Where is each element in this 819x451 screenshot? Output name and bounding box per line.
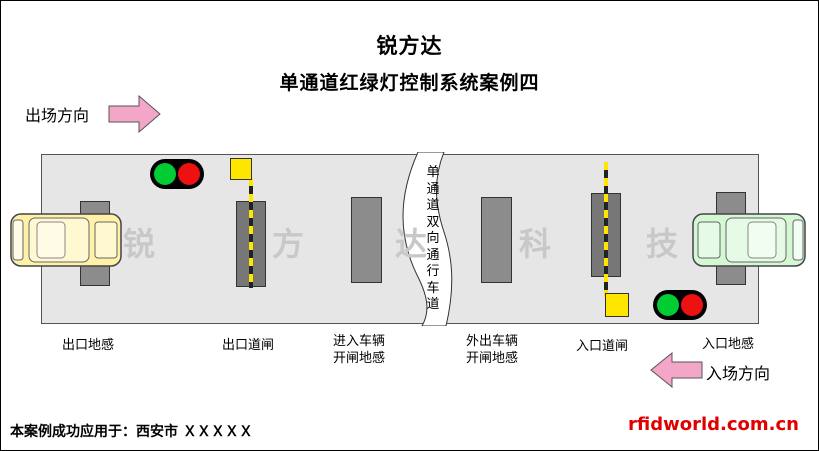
site-watermark: rfidworld.com.cn	[628, 414, 799, 435]
exit-barrier-arm	[249, 178, 253, 288]
red-lamp	[178, 163, 200, 185]
watermark-char: 锐	[123, 225, 158, 263]
car-icon	[692, 213, 806, 267]
watermark-char: 技	[646, 225, 681, 263]
lane-note-char: 车	[426, 280, 440, 296]
green-lamp	[657, 294, 679, 316]
lane-note-char: 行	[426, 264, 440, 279]
lane-note-char: 通	[426, 247, 440, 263]
traffic-light-icon	[653, 290, 707, 320]
lane-note-char: 道	[426, 198, 440, 213]
enter-loop-label-line1: 进入车辆	[333, 334, 386, 349]
exit-loop-label: 出口地感	[62, 338, 115, 353]
lane-note-char: 道	[426, 297, 440, 312]
barrier-gate-icon	[605, 293, 629, 317]
out-loop-label: 外出车辆 开闸地感	[466, 333, 518, 367]
watermark-char: 科	[519, 225, 554, 263]
lane-note-char: 双	[426, 214, 440, 230]
brand-title: 锐方达	[376, 34, 443, 58]
out-open-loop	[481, 197, 512, 283]
car-icon	[10, 213, 122, 267]
arrow-right-icon	[108, 95, 161, 133]
exit-barrier-label: 出口道闸	[222, 338, 275, 353]
out-loop-label-line2: 开闸地感	[466, 351, 519, 366]
lane-break	[402, 152, 453, 326]
watermark-char: 达	[395, 225, 430, 263]
lane-note-char: 单	[426, 165, 440, 180]
exit-direction-label: 出场方向	[25, 106, 90, 125]
traffic-light-icon	[150, 159, 204, 189]
arrow-left-icon	[650, 352, 703, 388]
enter-loop-label: 进入车辆 开闸地感	[333, 333, 385, 367]
diagram-subtitle: 单通道红绿灯控制系统案例四	[279, 72, 540, 94]
barrier-gate-icon	[230, 158, 252, 180]
lane-note: 单 通 道 双 向 通 行 车 道	[425, 165, 441, 314]
application-note: 本案例成功应用于：西安市 ＸＸＸＸＸ	[10, 424, 253, 440]
lane-note-char: 通	[426, 181, 440, 197]
green-lamp	[154, 163, 176, 185]
enter-open-loop	[351, 197, 382, 283]
enter-loop-label-line2: 开闸地感	[333, 351, 386, 366]
entry-barrier-arm	[604, 162, 608, 297]
entry-barrier-label: 入口道闸	[576, 339, 629, 354]
entry-direction-label: 入场方向	[706, 364, 771, 383]
watermark-char: 方	[272, 225, 307, 263]
out-loop-label-line1: 外出车辆	[466, 334, 519, 349]
entry-loop-label: 入口地感	[702, 337, 755, 352]
red-lamp	[681, 294, 703, 316]
lane-note-char: 向	[426, 231, 440, 246]
